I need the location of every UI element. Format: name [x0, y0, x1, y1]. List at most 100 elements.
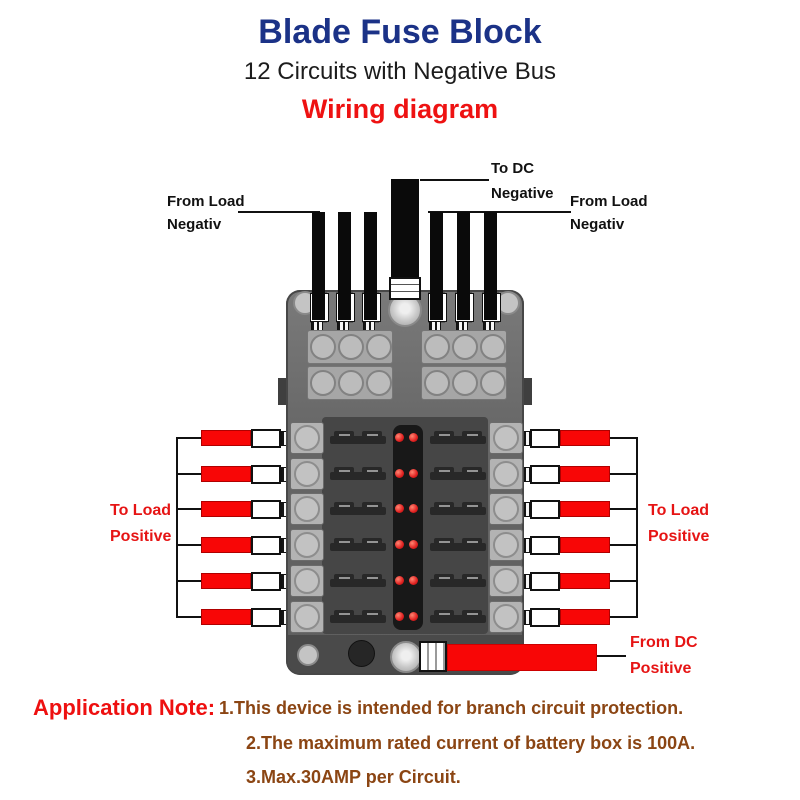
- negative-bus-strip: [307, 366, 393, 400]
- ground-screw-icon: [348, 640, 375, 667]
- wire-lug: [530, 572, 560, 591]
- screw-terminal: [489, 458, 523, 490]
- negative-bus-strip: [307, 330, 393, 364]
- led-indicator: [395, 612, 404, 621]
- led-indicator: [409, 540, 418, 549]
- screw-terminal: [489, 529, 523, 561]
- blade-fuse: [430, 538, 486, 551]
- positive-wire: [560, 466, 610, 482]
- label-to-dc-negative-2: Negative: [491, 185, 554, 202]
- label-to-load-right-2: Positive: [648, 528, 710, 545]
- negative-wire-top: [430, 212, 443, 320]
- label-from-load-left-2: Negativ: [167, 216, 222, 233]
- dc-positive-lug: [419, 641, 447, 672]
- wire-lug: [251, 429, 281, 448]
- wire-lug: [530, 536, 560, 555]
- screw-terminal: [290, 493, 324, 525]
- negative-bus-strip: [421, 330, 507, 364]
- blade-fuse: [430, 467, 486, 480]
- pointer-line-from-load-right: [428, 211, 571, 213]
- screw-terminal: [489, 493, 523, 525]
- wire-lug: [251, 608, 281, 627]
- led-indicator: [409, 576, 418, 585]
- blade-fuse: [330, 431, 386, 444]
- negative-wire-top: [457, 212, 470, 320]
- pointer-line-from-dc: [597, 655, 626, 657]
- label-from-dc-1: From DC: [630, 634, 698, 651]
- led-indicator: [409, 612, 418, 621]
- wire-lug: [251, 500, 281, 519]
- blade-fuse: [430, 574, 486, 587]
- fuse-row: [286, 601, 524, 633]
- label-from-load-right-2: Negativ: [570, 216, 625, 233]
- led-indicator: [409, 504, 418, 513]
- wire-lug: [530, 429, 560, 448]
- positive-wire: [201, 466, 251, 482]
- negative-bus-strip: [421, 366, 507, 400]
- blade-fuse: [430, 610, 486, 623]
- screw-terminal: [489, 422, 523, 454]
- right-bus-line: [636, 437, 638, 618]
- blade-fuse: [330, 574, 386, 587]
- load-wire-row: [176, 465, 638, 484]
- application-note-line: 1.This device is intended for branch cir…: [219, 698, 684, 718]
- positive-wire: [560, 573, 610, 589]
- fuse-row: [286, 458, 524, 490]
- screw-terminal: [290, 458, 324, 490]
- pointer-line-to-dc-negative: [420, 179, 489, 181]
- label-to-load-left-1: To Load: [110, 502, 172, 519]
- label-from-dc-2: Positive: [630, 660, 692, 677]
- label-to-dc-negative-1: To DC: [491, 160, 535, 177]
- label-from-load-left-1: From Load: [167, 193, 245, 210]
- dc-positive-wire: [447, 644, 597, 671]
- screw-terminal: [489, 565, 523, 597]
- label-to-load-left-2: Positive: [110, 528, 172, 545]
- wire-lug: [251, 536, 281, 555]
- led-indicator: [409, 433, 418, 442]
- wire-lug: [251, 465, 281, 484]
- led-indicator: [395, 504, 404, 513]
- block-side-tab: [524, 378, 532, 405]
- fuse-row: [286, 565, 524, 597]
- page-subtitle: 12 Circuits with Negative Bus: [243, 58, 557, 85]
- blade-fuse: [430, 431, 486, 444]
- led-indicator: [395, 576, 404, 585]
- label-from-load-right-1: From Load: [570, 193, 648, 210]
- negative-wire-top: [312, 212, 325, 320]
- label-to-load-right-1: To Load: [648, 502, 710, 519]
- negative-wire-top: [338, 212, 351, 320]
- positive-wire: [201, 573, 251, 589]
- wire-lug: [530, 465, 560, 484]
- wiring-diagram-heading: Wiring diagram: [301, 94, 499, 124]
- led-indicator: [409, 469, 418, 478]
- screw-terminal: [489, 601, 523, 633]
- load-wire-row: [176, 608, 638, 627]
- blade-fuse: [330, 502, 386, 515]
- blade-fuse: [330, 538, 386, 551]
- positive-wire: [560, 537, 610, 553]
- dc-negative-wire-lug: [389, 277, 421, 300]
- screw-terminal: [290, 601, 324, 633]
- positive-wire: [201, 537, 251, 553]
- negative-wire-top: [484, 212, 497, 320]
- application-note-line: 2.The maximum rated current of battery b…: [246, 733, 696, 753]
- blade-fuse: [330, 467, 386, 480]
- application-note-heading: Application Note:: [33, 695, 216, 720]
- positive-wire: [201, 609, 251, 625]
- positive-wire: [560, 609, 610, 625]
- fuse-block: [286, 290, 524, 675]
- dc-negative-main-wire: [391, 179, 419, 279]
- positive-wire: [560, 501, 610, 517]
- wire-lug: [251, 572, 281, 591]
- positive-wire: [201, 501, 251, 517]
- positive-wire: [560, 430, 610, 446]
- fuse-row: [286, 422, 524, 454]
- screw-terminal: [290, 529, 324, 561]
- negative-wire-top: [364, 212, 377, 320]
- screw-terminal: [290, 565, 324, 597]
- load-wire-row: [176, 429, 638, 448]
- pointer-line-from-load-left: [238, 211, 320, 213]
- positive-wire: [201, 430, 251, 446]
- load-wire-row: [176, 500, 638, 519]
